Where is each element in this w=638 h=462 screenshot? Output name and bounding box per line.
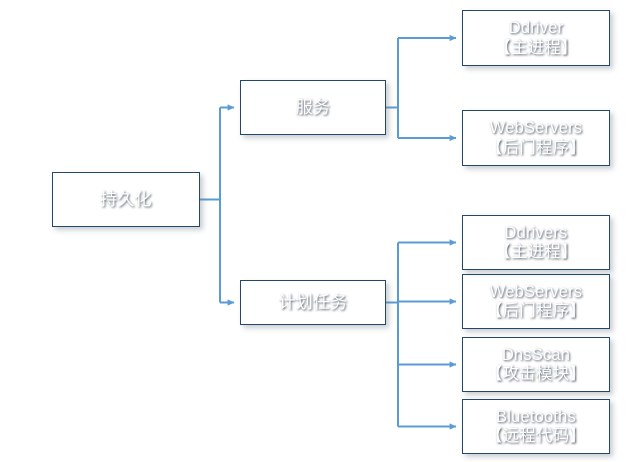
node-leaf-ddrivers-label: Ddrivers bbox=[504, 223, 568, 242]
node-leaf-bluetooths-sublabel: 【远程代码】 bbox=[485, 427, 587, 445]
node-leaf-dnsscan-sublabel: 【攻击模块】 bbox=[485, 365, 587, 383]
node-root[interactable]: 持久化 bbox=[52, 172, 200, 227]
connector-schedule-to-children bbox=[386, 239, 457, 430]
node-leaf-bluetooths[interactable]: Bluetooths 【远程代码】 bbox=[462, 399, 610, 454]
node-root-label: 持久化 bbox=[100, 189, 152, 209]
connector-root-to-branches bbox=[200, 104, 235, 306]
node-leaf-webservers-service-sublabel: 【后门程序】 bbox=[485, 138, 587, 157]
node-leaf-webservers-scheduled-label: WebServers bbox=[489, 282, 583, 301]
node-leaf-webservers-scheduled[interactable]: WebServers 【后门程序】 bbox=[462, 274, 610, 329]
node-leaf-webservers-service[interactable]: WebServers 【后门程序】 bbox=[462, 110, 610, 166]
node-leaf-ddriver[interactable]: Ddriver 【主进程】 bbox=[462, 10, 610, 66]
node-leaf-webservers-service-label: WebServers bbox=[489, 119, 583, 138]
node-leaf-ddrivers[interactable]: Ddrivers 【主进程】 bbox=[462, 215, 610, 270]
node-branch-service[interactable]: 服务 bbox=[240, 80, 386, 135]
node-leaf-ddrivers-sublabel: 【主进程】 bbox=[494, 243, 578, 261]
node-leaf-ddriver-sublabel: 【主进程】 bbox=[494, 38, 578, 57]
node-leaf-bluetooths-label: Bluetooths bbox=[496, 407, 576, 426]
connector-service-to-children bbox=[386, 34, 457, 142]
node-branch-service-label: 服务 bbox=[295, 97, 331, 117]
node-leaf-dnsscan[interactable]: DnsScan 【攻击模块】 bbox=[462, 337, 610, 392]
node-branch-scheduled-task[interactable]: 计划任务 bbox=[240, 280, 386, 325]
node-leaf-webservers-scheduled-sublabel: 【后门程序】 bbox=[485, 302, 587, 320]
node-leaf-dnsscan-label: DnsScan bbox=[501, 345, 571, 364]
node-branch-scheduled-task-label: 计划任务 bbox=[278, 292, 348, 312]
node-leaf-ddriver-label: Ddriver bbox=[508, 19, 564, 38]
